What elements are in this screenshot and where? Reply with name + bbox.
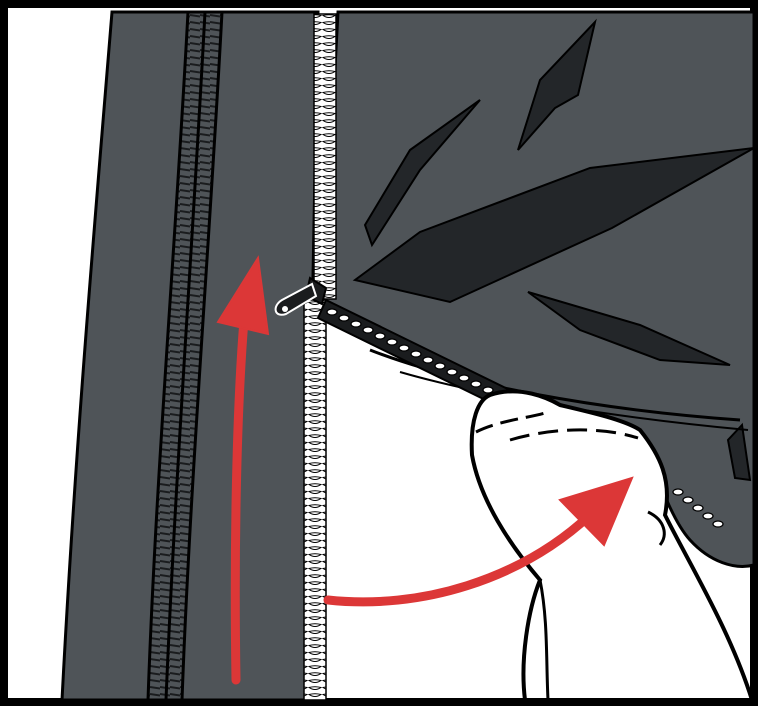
zipper-teeth-left-open [304,300,326,700]
zipper-teeth-upper [314,14,336,299]
